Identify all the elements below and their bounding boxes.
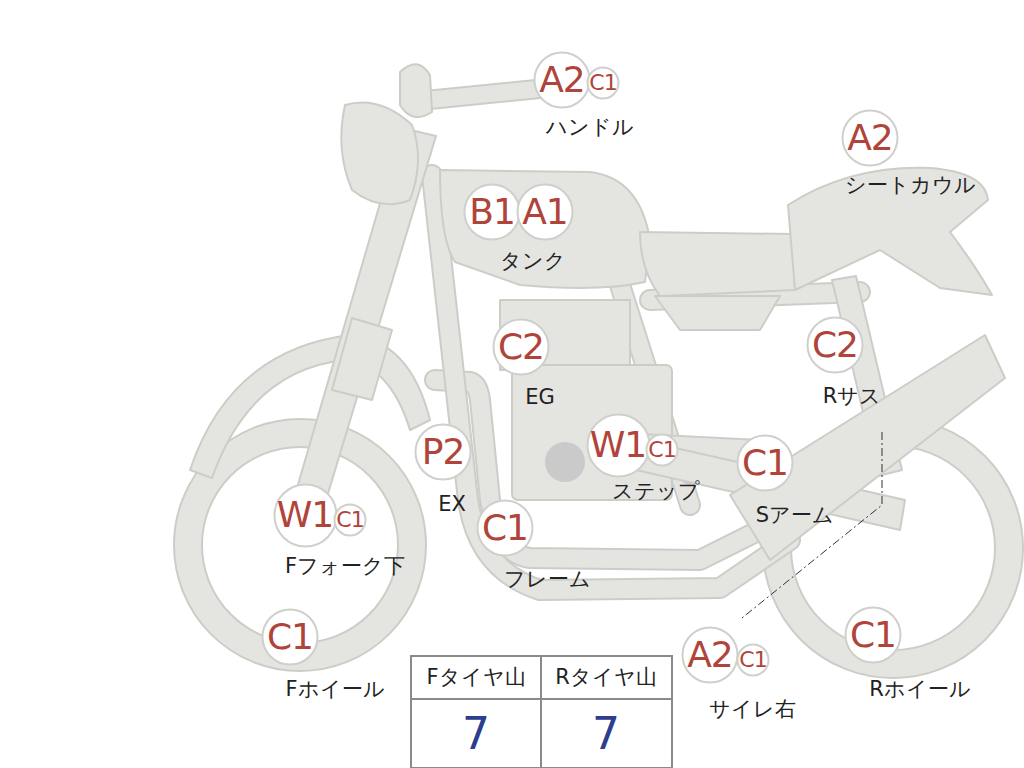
part-name: Sアーム xyxy=(756,504,834,527)
inspection-code: C1 xyxy=(739,649,766,671)
inspection-code: A2 xyxy=(847,120,893,156)
part-name: サイレ右 xyxy=(709,698,796,721)
table-cell: 7 xyxy=(592,710,620,758)
code-circle: C1 xyxy=(333,503,367,537)
code-circle: W1 xyxy=(586,413,651,478)
inspection-code: A1 xyxy=(522,194,568,230)
inspection-code: W1 xyxy=(590,427,647,463)
code-circle: C2 xyxy=(806,316,864,374)
inspection-code: C2 xyxy=(498,329,544,365)
part-name: シートカウル xyxy=(845,174,976,197)
code-circle: C1 xyxy=(844,606,902,664)
part-name: Rホイール xyxy=(869,678,971,701)
part-name: フレーム xyxy=(504,568,591,591)
part-name: ハンドル xyxy=(546,116,634,139)
part-name: Fフォーク下 xyxy=(285,555,405,578)
code-circle: C1 xyxy=(261,608,319,666)
table-cell: Rタイヤ山 xyxy=(555,666,657,689)
code-circle: W1 xyxy=(273,483,338,548)
code-circle: C1 xyxy=(736,643,770,677)
inspection-code: C1 xyxy=(850,617,896,653)
part-name: EX xyxy=(438,493,466,516)
table-cell: Fタイヤ山 xyxy=(426,666,525,689)
leader-line xyxy=(742,432,882,618)
table-grid xyxy=(411,656,672,768)
code-circle: C1 xyxy=(476,499,534,557)
code-circle: C1 xyxy=(645,433,679,467)
inspection-code: A2 xyxy=(539,62,585,98)
part-name: Rサス xyxy=(823,385,882,408)
inspection-code: W1 xyxy=(277,497,334,533)
inspection-code: C1 xyxy=(648,439,675,461)
code-circle: B1 xyxy=(463,183,521,241)
part-name: ステップ xyxy=(612,480,700,503)
inspection-code: P2 xyxy=(422,434,465,470)
part-name: タンク xyxy=(500,250,566,273)
inspection-code: B1 xyxy=(469,194,515,230)
part-name: Fホイール xyxy=(285,678,384,701)
code-circle: P2 xyxy=(414,423,472,481)
inspection-code: C1 xyxy=(742,445,788,481)
code-circle: A2 xyxy=(533,51,591,109)
inspection-code: C1 xyxy=(336,509,363,531)
part-name: EG xyxy=(525,386,555,409)
inspection-code: C2 xyxy=(812,327,858,363)
code-circle: A2 xyxy=(681,626,739,684)
code-circle: A2 xyxy=(841,109,899,167)
inspection-code: C1 xyxy=(589,72,616,94)
code-circle: A1 xyxy=(516,183,574,241)
code-circle: C2 xyxy=(492,318,550,376)
inspection-code: C1 xyxy=(267,619,313,655)
table-cell: 7 xyxy=(462,710,490,758)
inspection-code: C1 xyxy=(482,510,528,546)
inspection-code: A2 xyxy=(687,637,733,673)
code-circle: C1 xyxy=(586,66,620,100)
code-circle: C1 xyxy=(736,434,794,492)
